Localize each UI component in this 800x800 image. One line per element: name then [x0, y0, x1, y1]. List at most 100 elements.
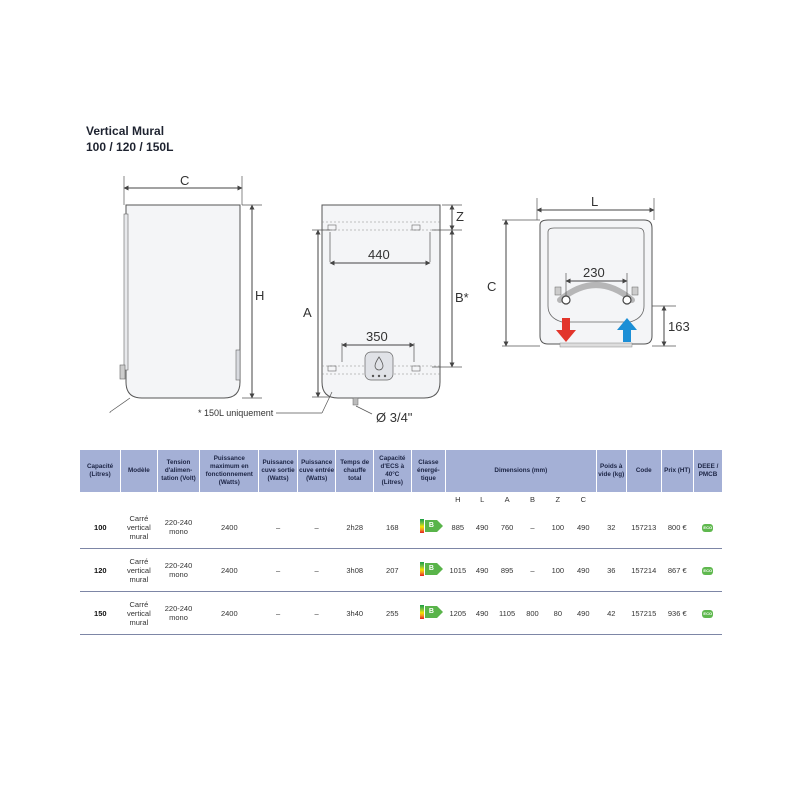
dim-a-label: A [303, 305, 312, 320]
cell-b: 800 [519, 591, 546, 635]
cell-capacity: 150 [80, 591, 121, 635]
cell-h: 1205 [445, 591, 470, 635]
side-view: C H [119, 173, 264, 399]
cell-ecs: 255 [373, 591, 412, 635]
technical-drawing: C H 440 350 A [109, 173, 690, 425]
cell-code: 157214 [626, 548, 661, 592]
cell-code: 157213 [626, 506, 661, 549]
hot-water-outlet-arrow-icon [556, 318, 576, 342]
cell-voltage: 220-240 mono [157, 548, 200, 592]
cell-power-max: 2400 [199, 591, 259, 635]
cell-capacity: 100 [80, 506, 121, 549]
cell-power-in: – [297, 548, 336, 592]
cell-c: 490 [570, 548, 596, 592]
subheader-a: A [504, 494, 510, 504]
dim-c-side-label: C [487, 279, 496, 294]
cell-weight: 36 [596, 548, 627, 592]
cell-price: 867 € [661, 548, 694, 592]
dim-350-label: 350 [366, 329, 388, 344]
dim-l-label: L [591, 194, 598, 209]
cell-c: 490 [570, 506, 596, 549]
subheader-h: H [455, 494, 461, 504]
cell-power-out: – [258, 591, 298, 635]
energy-class-value: B [424, 606, 443, 618]
note-150l: * 150L uniquement [198, 408, 274, 418]
cell-a: 895 [494, 548, 520, 592]
table-row: 100 Carré vertical mural 220-240 mono 24… [80, 506, 722, 549]
title-line-2: 100 / 120 / 150L [86, 140, 174, 154]
dim-c-label: C [180, 173, 189, 188]
cell-code: 157215 [626, 591, 661, 635]
header-heat-time: Temps de chauffe total [335, 450, 374, 492]
header-dimensions: Dimensions (mm) [445, 450, 596, 492]
cell-h: 1015 [445, 548, 470, 592]
dim-z-label: Z [456, 209, 464, 224]
cell-capacity: 120 [80, 548, 121, 592]
cell-energy-class: B [411, 506, 446, 549]
table-row: 120 Carré vertical mural 220-240 mono 24… [80, 548, 722, 592]
cell-model: Carré vertical mural [120, 506, 158, 549]
recycle-badge-icon: ECO [702, 567, 714, 575]
header-voltage: Tension d'alimen-tation (Volt) [156, 450, 200, 492]
subheader-c: C [580, 494, 586, 504]
cell-h: 885 [445, 506, 470, 549]
cold-water-inlet-arrow-icon [617, 318, 637, 342]
header-model: Modèle [120, 450, 158, 492]
spec-table: Capacité (Litres) Modèle Tension d'alime… [80, 450, 722, 635]
subheader-b: B [529, 494, 535, 504]
energy-class-value: B [424, 563, 443, 575]
cell-power-max: 2400 [199, 548, 259, 592]
diameter-label: Ø 3/4" [376, 410, 413, 425]
front-view: 440 350 A Z B* Ø 3/4" * 150L uniquement [109, 204, 469, 425]
cell-weight: 42 [596, 591, 627, 635]
cell-ecs: 168 [373, 506, 412, 549]
recycle-badge-icon: ECO [702, 610, 714, 618]
cell-price: 936 € [661, 591, 694, 635]
cell-z: 100 [545, 548, 571, 592]
cell-weight: 32 [596, 506, 627, 549]
table-row: 150 Carré vertical mural 220-240 mono 24… [80, 591, 722, 635]
cell-power-out: – [258, 548, 298, 592]
subheader-z: Z [555, 494, 561, 504]
cell-model: Carré vertical mural [120, 548, 158, 592]
cell-energy-class: B [411, 548, 446, 592]
cell-ecs: 207 [373, 548, 412, 592]
cell-voltage: 220-240 mono [157, 506, 200, 549]
header-ecs-capacity: Capacité d'ECS à 40°C (Litres) [373, 450, 412, 492]
cell-power-out: – [258, 506, 298, 549]
dim-b-label: B* [455, 290, 469, 305]
dimension-subheader-row: H L A B Z C [80, 492, 722, 506]
cell-deee: ECO [693, 506, 722, 549]
dim-163-label: 163 [668, 319, 690, 334]
energy-label-icon: B [419, 562, 443, 576]
cell-c: 490 [570, 591, 596, 635]
header-code: Code [625, 450, 661, 492]
cell-power-max: 2400 [199, 506, 259, 549]
header-weight: Poids à vide (kg) [595, 450, 627, 492]
cell-z: 80 [545, 591, 571, 635]
cell-deee: ECO [693, 591, 722, 635]
cell-voltage: 220-240 mono [157, 591, 200, 635]
cell-deee: ECO [693, 548, 722, 592]
header-deee: DEEE / PMCB [693, 450, 722, 492]
energy-label-icon: B [419, 605, 443, 619]
header-energy-class: Classe énergé-tique [410, 450, 446, 492]
cell-heat-time: 3h40 [335, 591, 374, 635]
cell-a: 1105 [494, 591, 520, 635]
cell-heat-time: 3h08 [335, 548, 374, 592]
product-title: Vertical Mural 100 / 120 / 150L [86, 123, 173, 155]
cell-power-in: – [297, 506, 336, 549]
cell-heat-time: 2h28 [335, 506, 374, 549]
energy-class-value: B [424, 520, 443, 532]
dim-h-label: H [255, 288, 264, 303]
cell-b: – [519, 506, 546, 549]
header-price: Prix (HT) [660, 450, 694, 492]
table-header-row: Capacité (Litres) Modèle Tension d'alime… [80, 450, 722, 492]
cell-price: 800 € [661, 506, 694, 549]
dim-230-label: 230 [583, 265, 605, 280]
cell-z: 100 [545, 506, 571, 549]
cell-power-in: – [297, 591, 336, 635]
energy-label-icon: B [419, 519, 443, 533]
water-drop-icon [374, 356, 384, 371]
cell-model: Carré vertical mural [120, 591, 158, 635]
